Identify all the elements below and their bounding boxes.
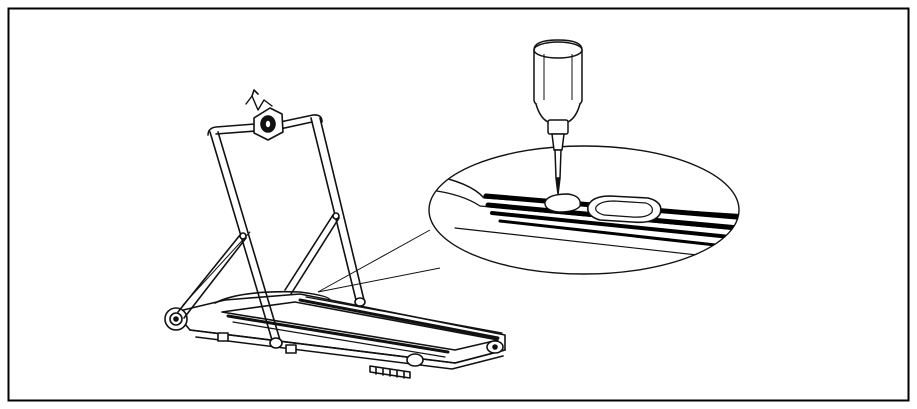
- treadmill-deck: [174, 290, 506, 370]
- lubricant-bottle: [533, 39, 583, 195]
- rear-roller: [406, 340, 504, 367]
- handrail-uprights: [209, 117, 366, 349]
- magnified-belt-detail: [428, 145, 740, 275]
- front-roller: [164, 307, 188, 331]
- callout-lines: [317, 229, 441, 293]
- treadmill-feet: [217, 332, 411, 379]
- belt-pads: [544, 193, 662, 224]
- treadmill: [164, 89, 506, 379]
- handlebar: [207, 114, 323, 136]
- diagram-frame: [7, 7, 910, 402]
- support-struts: [177, 212, 340, 319]
- console: [245, 89, 284, 141]
